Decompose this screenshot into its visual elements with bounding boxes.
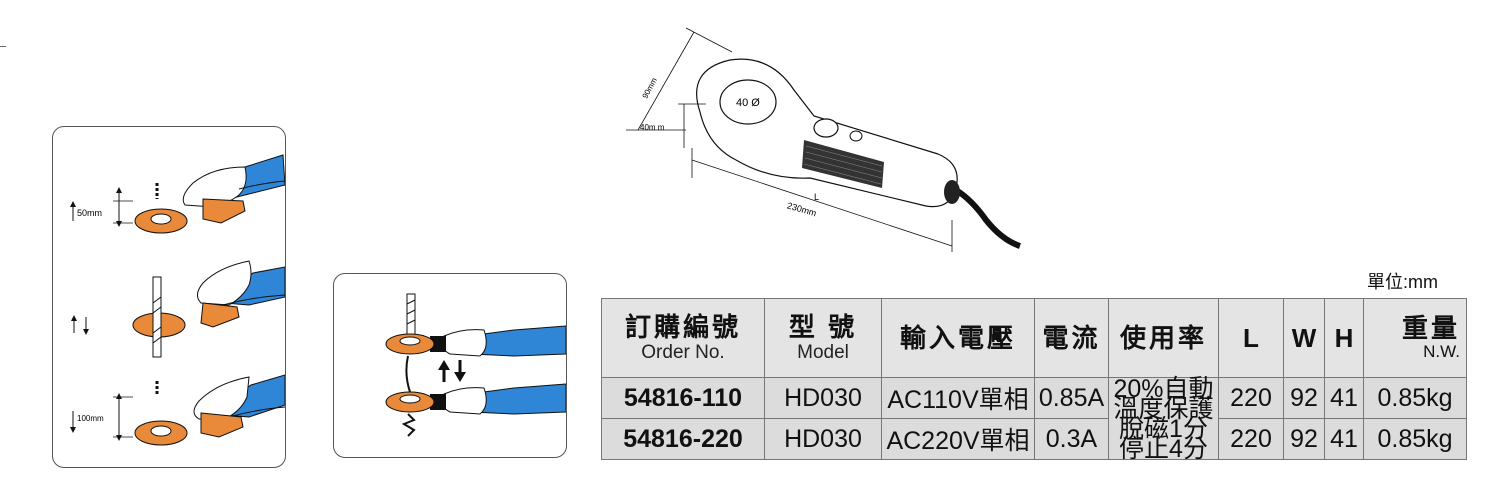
rate-line-1: 20%自動溫度保護 <box>1113 374 1214 423</box>
L-label: L <box>814 192 819 202</box>
cell-order: 54816-110 <box>601 377 765 419</box>
cell-model: HD030 <box>764 377 882 419</box>
header-W: W <box>1283 298 1325 378</box>
header-nw: 重量 N.W. <box>1363 298 1467 378</box>
coil-hole <box>719 79 777 125</box>
length-label: 230mm <box>786 200 818 218</box>
dim-50mm: 50mm <box>77 208 102 218</box>
cell-nw: 0.85kg <box>1363 418 1467 460</box>
height-label: 40m m <box>640 123 665 132</box>
dim-100mm: 100mm <box>77 414 104 423</box>
cell-L: 220 <box>1218 377 1284 419</box>
demagnetizer-diagram: 40 Ø 90mm 40m m L 230mm <box>626 27 1022 252</box>
header-order: 訂購編號 Order No. <box>601 298 765 378</box>
cell-H: 41 <box>1324 418 1364 460</box>
usage-illustration: 50mm <box>70 154 285 446</box>
header-model: 型 號 Model <box>764 298 882 378</box>
demagnetize-illustration <box>385 293 566 437</box>
power-cord <box>954 187 1022 249</box>
cell-rate: 20%自動溫度保護 脫磁1分停止4分 <box>1108 374 1219 463</box>
cell-current: 0.3A <box>1034 418 1109 460</box>
rate-line-2: 脫磁1分停止4分 <box>1119 414 1208 463</box>
usage-illustration-panel: 50mm <box>52 126 286 468</box>
unit-label: 單位:mm <box>1367 272 1438 292</box>
hole-diameter-label: 40 Ø <box>736 97 760 109</box>
cell-model: HD030 <box>764 418 882 460</box>
step-2-illustration <box>71 260 285 358</box>
header-current: 電流 <box>1034 298 1109 378</box>
cell-W: 92 <box>1283 418 1325 460</box>
indicator-light <box>849 130 863 142</box>
width-label: 90mm <box>641 76 660 100</box>
cell-nw: 0.85kg <box>1363 377 1467 419</box>
vent-grille <box>802 140 884 188</box>
spec-table: 訂購編號 Order No. 型 號 Model 輸入電壓 電流 使用率 L W… <box>601 298 1467 461</box>
cell-W: 92 <box>1283 377 1325 419</box>
cell-H: 41 <box>1324 377 1364 419</box>
header-H: H <box>1324 298 1364 378</box>
header-L: L <box>1218 298 1284 378</box>
table-row: 54816-220 HD030 AC220V單相 0.3A 220 92 41 … <box>601 418 1467 460</box>
cell-voltage: AC220V單相 <box>881 418 1035 460</box>
table-header-row: 訂購編號 Order No. 型 號 Model 輸入電壓 電流 使用率 L W… <box>601 298 1467 378</box>
header-voltage: 輸入電壓 <box>881 298 1035 378</box>
cell-voltage: AC110V單相 <box>881 377 1035 419</box>
step-1-illustration: 50mm <box>70 154 285 234</box>
stray-mark <box>0 46 6 47</box>
cell-L: 220 <box>1218 418 1284 460</box>
cell-order: 54816-220 <box>601 418 765 460</box>
cell-current: 0.85A <box>1034 377 1109 419</box>
table-row: 54816-110 HD030 AC110V單相 0.85A 20%自動溫度保護… <box>601 376 1467 461</box>
step-3-illustration: 100mm <box>70 374 285 446</box>
demagnetize-illustration-panel <box>333 273 567 458</box>
switch-button <box>813 118 839 138</box>
header-rate: 使用率 <box>1108 298 1219 378</box>
